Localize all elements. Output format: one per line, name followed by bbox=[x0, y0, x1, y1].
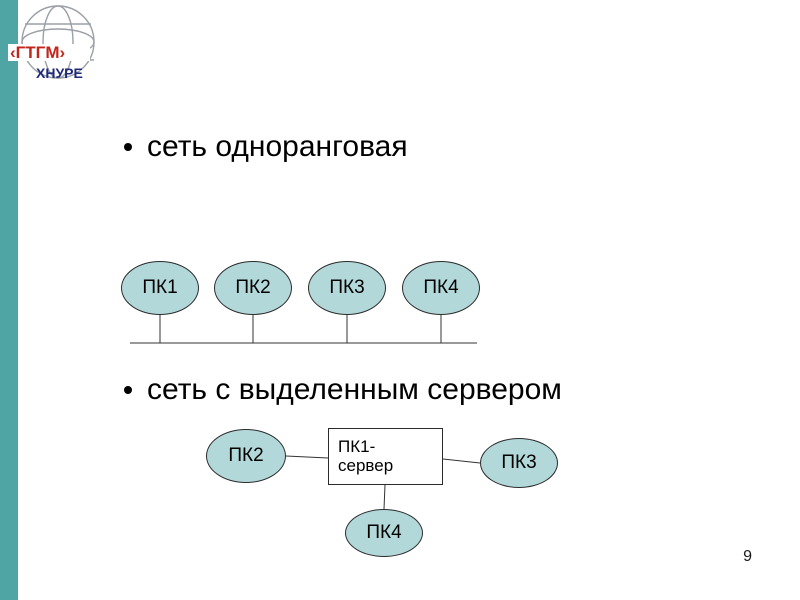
bullet-label: сеть с выделенным сервером bbox=[147, 373, 562, 406]
bullet-item-peer-network: сеть одноранговая bbox=[124, 130, 408, 164]
bullet-label: сеть одноранговая bbox=[147, 130, 408, 163]
accent-bar bbox=[0, 0, 18, 600]
page-number: 9 bbox=[743, 548, 752, 565]
node-label: ПК2 bbox=[235, 277, 271, 298]
node-label: ПК4 bbox=[423, 277, 459, 298]
network-node-pk3: ПК3 bbox=[308, 261, 386, 315]
node-label: ПК4 bbox=[366, 522, 402, 543]
network-node-pk4: ПК4 bbox=[345, 509, 423, 557]
node-label: ПК1 bbox=[142, 277, 178, 298]
logo-text-band bbox=[8, 44, 90, 61]
node-label: ПК2 bbox=[228, 445, 264, 466]
network-node-pk3: ПК3 bbox=[480, 438, 558, 488]
globe-icon: ‹ГТГМ› ХНУРЕ bbox=[8, 5, 95, 81]
network-node-pk2: ПК2 bbox=[214, 261, 292, 315]
connector-line-server-pk3 bbox=[442, 458, 481, 464]
server-box: ПК1- сервер bbox=[328, 428, 443, 485]
node-label: ПК3 bbox=[501, 452, 537, 473]
bullet-icon bbox=[124, 386, 132, 394]
network-node-pk4: ПК4 bbox=[402, 261, 480, 315]
logo-text-primary: ‹ГТГМ› bbox=[10, 43, 65, 62]
logo: ‹ГТГМ› ХНУРЕ bbox=[6, 2, 110, 94]
connector-line-pk2-server bbox=[285, 455, 329, 459]
node-label: ПК3 bbox=[329, 277, 365, 298]
network-node-pk2: ПК2 bbox=[206, 429, 286, 483]
logo-text-secondary: ХНУРЕ bbox=[36, 65, 83, 81]
bullet-item-server-network: сеть с выделенным сервером bbox=[124, 373, 562, 407]
connector-line-server-pk4 bbox=[383, 484, 386, 510]
network-node-pk1: ПК1 bbox=[121, 261, 199, 315]
bullet-icon bbox=[124, 143, 132, 151]
